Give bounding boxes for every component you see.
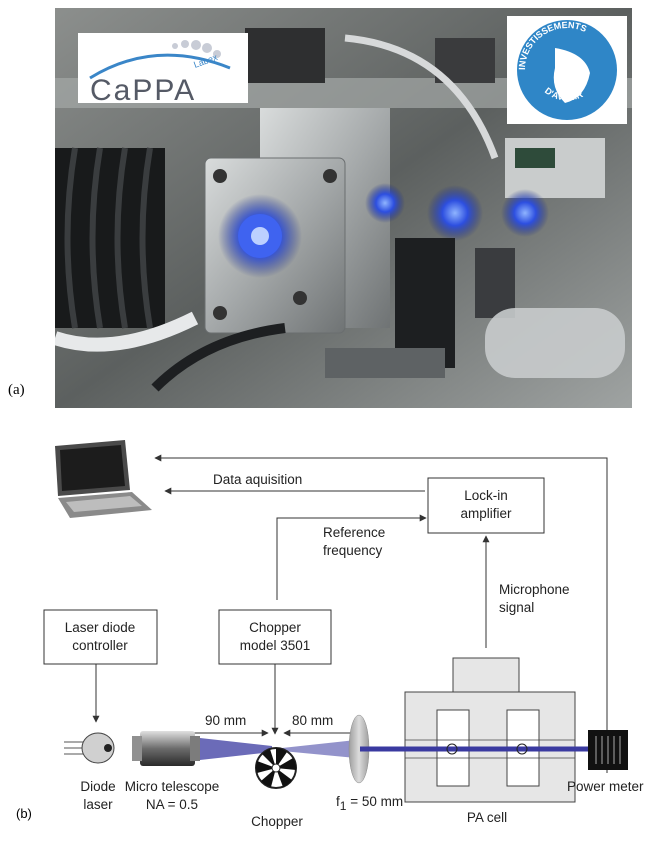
ldc-label-1: Laser diode: [65, 620, 136, 635]
lockin-label-1: Lock-in: [464, 488, 508, 503]
panel-label-a: (a): [8, 382, 25, 398]
pa-cell-icon: [360, 657, 590, 803]
setup-photo: Labex CaPPA INVESTISSEMENTS D'AVENIR: [52, 8, 632, 408]
chopper-box-label-1: Chopper: [249, 620, 301, 635]
laptop-icon: [55, 440, 152, 518]
pa-cell-label: PA cell: [467, 810, 507, 825]
data-acquisition-arrow: Data aquisition: [164, 472, 425, 495]
diode-label-2: laser: [83, 797, 113, 812]
telescope-label-2: NA = 0.5: [146, 797, 198, 812]
pa-cell-block: [204, 108, 390, 334]
diode-label-1: Diode: [80, 779, 115, 794]
reference-label-1: Reference: [323, 525, 385, 540]
ldc-label-2: controller: [72, 638, 128, 653]
microphone-signal-arrow: Microphone signal: [482, 535, 570, 648]
coiled-hose: [55, 147, 165, 329]
chopper-label: Chopper: [251, 814, 303, 829]
diode-laser-icon: [64, 732, 115, 764]
focal-length-label: f1 = 50 mm: [336, 794, 403, 813]
chopper-controller-box: Chopper model 3501: [218, 609, 332, 735]
power-meter-icon: [588, 730, 628, 770]
microphone-label-1: Microphone: [499, 582, 570, 597]
reference-frequency-line: Reference frequency: [276, 514, 427, 600]
distance-90mm: 90 mm: [190, 713, 269, 737]
telescope-label-1: Micro telescope: [125, 779, 220, 794]
lockin-label-2: amplifier: [460, 506, 512, 521]
micro-telescope-icon: [132, 731, 200, 766]
lockin-amplifier-box: Lock-in amplifier: [427, 477, 545, 534]
chopper-box-label-2: model 3501: [240, 638, 311, 653]
optics-assembly: [325, 183, 625, 378]
power-meter-label: Power meter: [567, 779, 644, 794]
svg-text:90 mm: 90 mm: [205, 713, 246, 728]
distance-80mm: 80 mm: [283, 713, 352, 737]
laser-diode-controller-box: Laser diode controller: [43, 609, 158, 723]
svg-text:80 mm: 80 mm: [292, 713, 333, 728]
data-acquisition-label: Data aquisition: [213, 472, 302, 487]
cappa-logo: Labex CaPPA: [78, 33, 248, 107]
reference-label-2: frequency: [323, 543, 383, 558]
investissements-avenir-logo: INVESTISSEMENTS D'AVENIR: [507, 16, 627, 124]
power-meter-feedback-line: [154, 454, 608, 773]
panel-label-b: (b): [16, 806, 32, 821]
microphone-label-2: signal: [499, 600, 534, 615]
chopper-wheel-icon: [255, 747, 297, 789]
experimental-schematic: Data aquisition Lock-in amplifier Refere…: [0, 418, 667, 837]
cappa-text: CaPPA: [90, 74, 196, 107]
